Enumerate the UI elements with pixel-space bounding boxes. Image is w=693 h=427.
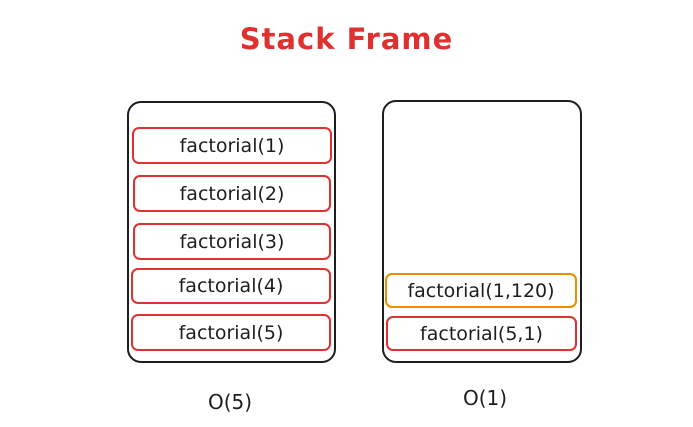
left-stack-frame-4: factorial(4)	[131, 268, 331, 304]
left-stack-frame-2: factorial(2)	[133, 175, 331, 212]
diagram-title: Stack Frame	[239, 22, 454, 56]
left-stack-frame-1: factorial(1)	[132, 127, 332, 164]
right-stack-frame-initial: factorial(5,1)	[386, 316, 577, 351]
right-stack-frame-accumulator: factorial(1,120)	[385, 273, 577, 308]
left-stack-frame-3: factorial(3)	[133, 223, 331, 260]
left-stack-complexity: O(5)	[207, 390, 253, 414]
left-stack-frame-5: factorial(5)	[131, 314, 331, 351]
right-stack-complexity: O(1)	[462, 386, 508, 410]
